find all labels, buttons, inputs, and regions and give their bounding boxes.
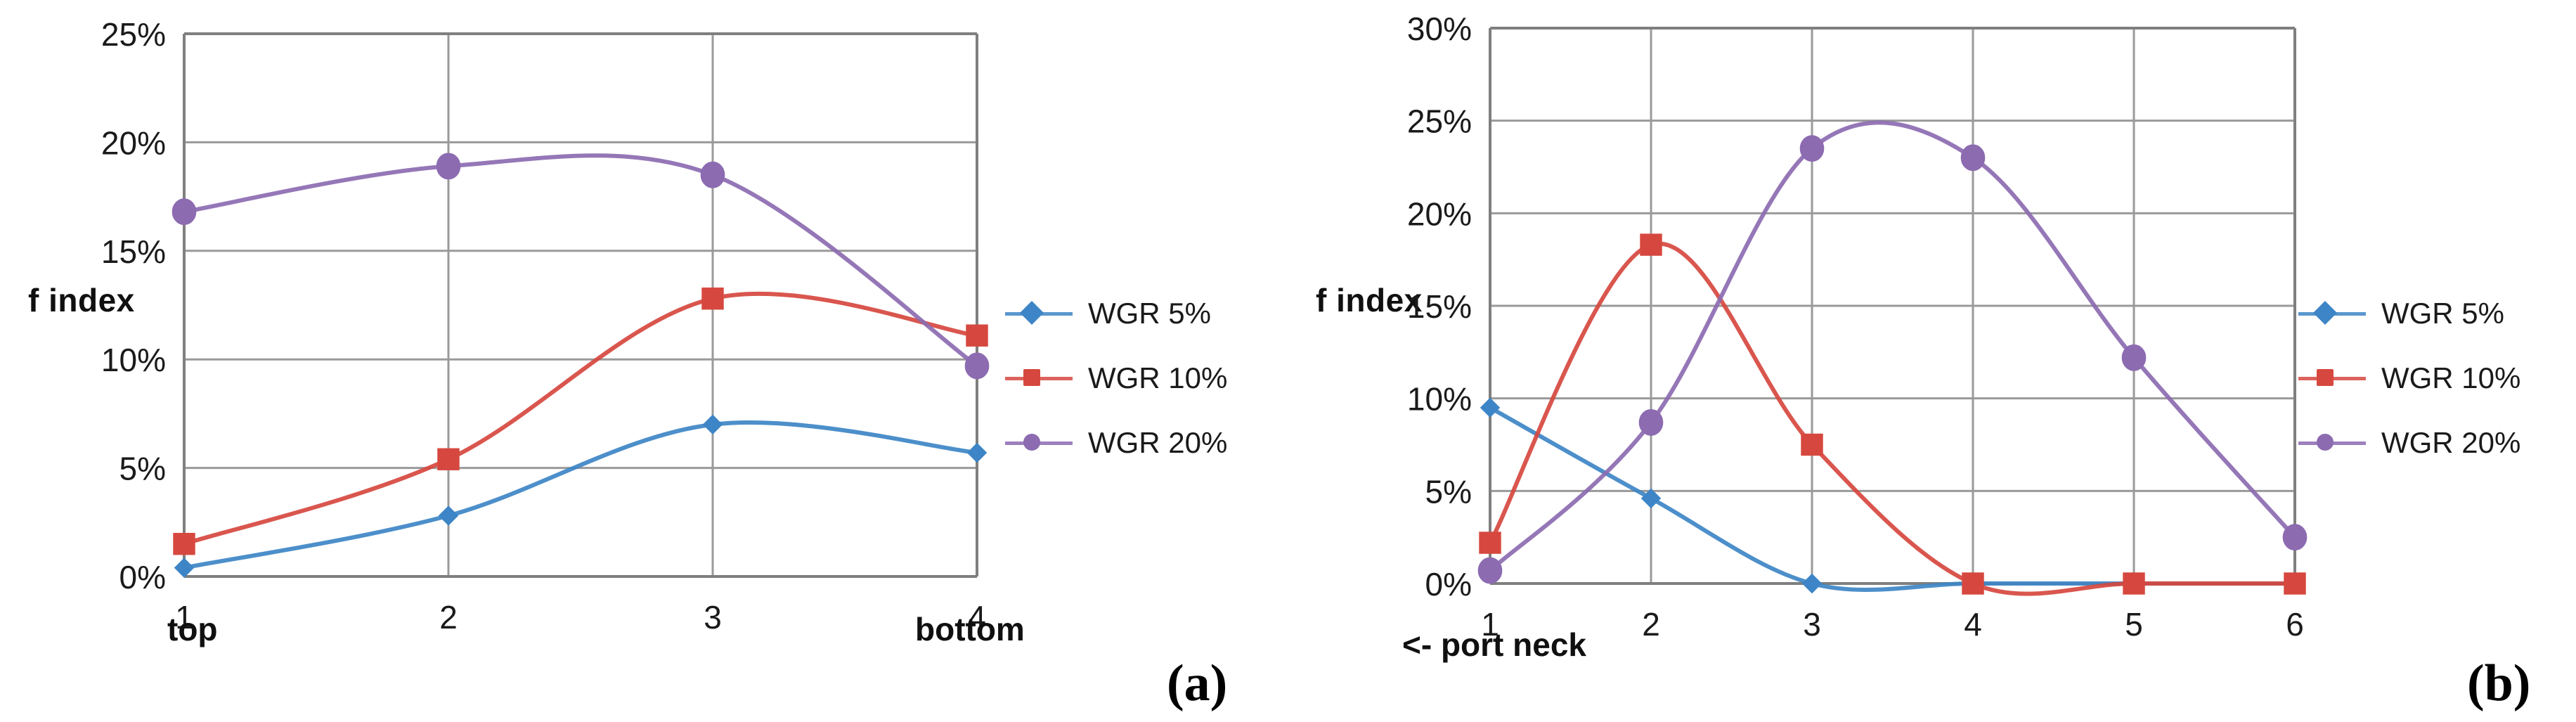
data-point-marker-square <box>173 532 195 555</box>
x-axis-tick-label: 5 <box>2125 606 2143 643</box>
y-axis-tick-label: 5% <box>1425 473 1472 510</box>
y-axis-title-b: f index <box>1316 282 1423 318</box>
y-axis-tick-label: 10% <box>101 342 166 378</box>
series-wgr-10 <box>1479 233 2306 596</box>
legend-marker-diamond-icon <box>1020 301 1044 325</box>
legend-item-label: WGR 20% <box>1088 426 1228 459</box>
legend-item-label: WGR 5% <box>2381 297 2505 330</box>
legend-key <box>1005 364 1073 392</box>
x-axis-tick-label: 6 <box>2286 606 2304 643</box>
data-point-marker-square <box>1962 572 1984 595</box>
y-axis-tick-label: 30% <box>1407 11 1472 47</box>
data-point-marker-circle <box>1638 408 1664 436</box>
y-axis-tick-label: 15% <box>101 233 166 270</box>
legend-item-label: WGR 10% <box>2381 361 2521 394</box>
data-point-marker-square <box>2123 572 2145 595</box>
data-point-marker-circle <box>700 161 725 188</box>
y-axis-tick-label: 25% <box>101 16 166 53</box>
x-axis-tick-label: 2 <box>439 599 458 636</box>
x-axis-label-bottom-a: bottom <box>915 611 1025 647</box>
legend-item[interactable]: WGR 5% <box>1005 281 1227 346</box>
plot-area-b: 0% 5% 10% 15% 20% 25% 30% 1 2 3 4 5 6 <box>1407 11 2308 643</box>
data-point-marker-square <box>701 288 724 310</box>
data-point-marker-diamond <box>438 505 459 526</box>
series-wgr-5 <box>174 414 988 578</box>
legend-item-label: WGR 10% <box>1088 361 1228 394</box>
legend-item[interactable]: WGR 20% <box>1005 411 1227 475</box>
series-wgr-5 <box>1480 397 2305 594</box>
legend-marker-circle-icon <box>2317 434 2334 451</box>
data-point-marker-circle <box>964 352 990 380</box>
data-point-marker-square <box>2284 572 2306 595</box>
data-point-marker-circle <box>171 198 197 226</box>
x-axis-label-top-a: top <box>167 611 218 647</box>
legend-item-label: WGR 20% <box>2381 426 2521 459</box>
data-point-marker-diamond <box>1480 397 1501 418</box>
panel-tag-b: (b) <box>2467 655 2531 712</box>
series-line <box>1488 120 2297 573</box>
legend-marker-diamond-icon <box>2313 301 2337 325</box>
series-line <box>182 291 979 546</box>
x-axis-label-port-neck-b: <- port neck <box>1402 626 1587 663</box>
series-line <box>182 420 979 570</box>
data-point-marker-circle <box>1799 135 1825 162</box>
y-axis-tick-label: 20% <box>1407 195 1472 232</box>
legend-item[interactable]: WGR 10% <box>2298 346 2520 411</box>
x-axis-tick-label: 3 <box>704 599 722 636</box>
data-point-marker-circle <box>1477 557 1503 584</box>
data-point-marker-square <box>437 448 460 470</box>
data-point-marker-diamond <box>966 442 988 463</box>
data-point-marker-diamond <box>702 414 723 435</box>
y-axis-tick-label: 5% <box>119 451 166 487</box>
x-axis-tick-label: 1 <box>175 599 193 636</box>
legend-item[interactable]: WGR 10% <box>1005 346 1227 411</box>
legend-key <box>2298 429 2366 457</box>
chart-panel-b: f index 0% 5% 10% 15% 20% 25% 30% 1 2 3 4 5 6 <- por… <box>1286 0 2576 722</box>
y-axis-tick-label: 25% <box>1407 103 1472 140</box>
legend-item[interactable]: WGR 20% <box>2298 411 2520 475</box>
series-line <box>182 153 979 368</box>
y-axis-tick-label: 15% <box>1407 288 1472 325</box>
data-point-marker-diamond <box>174 557 195 578</box>
series-line <box>1488 241 2297 596</box>
data-point-marker-circle <box>1960 144 1986 172</box>
legend-a: WGR 5% WGR 10% WGR 20% <box>1005 281 1227 475</box>
data-point-marker-circle <box>2282 524 2308 551</box>
legend-item[interactable]: WGR 5% <box>2298 281 2520 346</box>
y-axis-tick-label: 0% <box>119 559 166 595</box>
x-axis-tick-label: 4 <box>1964 606 1982 643</box>
data-point-marker-circle <box>2121 344 2147 371</box>
legend-key <box>1005 429 1073 457</box>
legend-item-label: WGR 5% <box>1088 297 1212 330</box>
x-axis-tick-label: 2 <box>1642 606 1660 643</box>
series-wgr-20 <box>171 153 990 380</box>
y-axis-tick-label: 10% <box>1407 381 1472 418</box>
x-axis-tick-label: 4 <box>968 599 986 636</box>
data-point-marker-square <box>966 324 988 347</box>
x-axis-tick-label: 1 <box>1481 606 1499 643</box>
y-axis-title-a: f index <box>28 282 135 318</box>
series-wgr-10 <box>173 288 988 555</box>
data-point-marker-square <box>1640 233 1662 256</box>
data-point-marker-diamond <box>1801 573 1823 594</box>
data-point-marker-circle <box>436 153 461 180</box>
data-point-marker-square <box>1801 433 1823 456</box>
legend-key <box>1005 299 1073 328</box>
series-line <box>1488 405 2297 592</box>
legend-key <box>2298 364 2366 392</box>
y-axis-tick-label: 20% <box>101 124 166 161</box>
legend-key <box>2298 299 2366 328</box>
x-axis-tick-label: 3 <box>1803 606 1821 643</box>
data-point-marker-square <box>1479 531 1501 554</box>
data-point-marker-diamond <box>1640 488 1662 509</box>
y-axis-tick-label: 0% <box>1425 566 1472 602</box>
legend-marker-square-icon <box>1023 369 1040 386</box>
panel-tag-a: (a) <box>1167 655 1228 712</box>
series-wgr-20 <box>1477 120 2308 584</box>
legend-marker-square-icon <box>2317 369 2334 386</box>
legend-b: WGR 5% WGR 10% WGR 20% <box>2298 281 2520 475</box>
legend-marker-circle-icon <box>1023 434 1040 451</box>
plot-area-a: 0% 5% 10% 15% 20% 25% 1 2 3 4 <box>101 16 990 636</box>
